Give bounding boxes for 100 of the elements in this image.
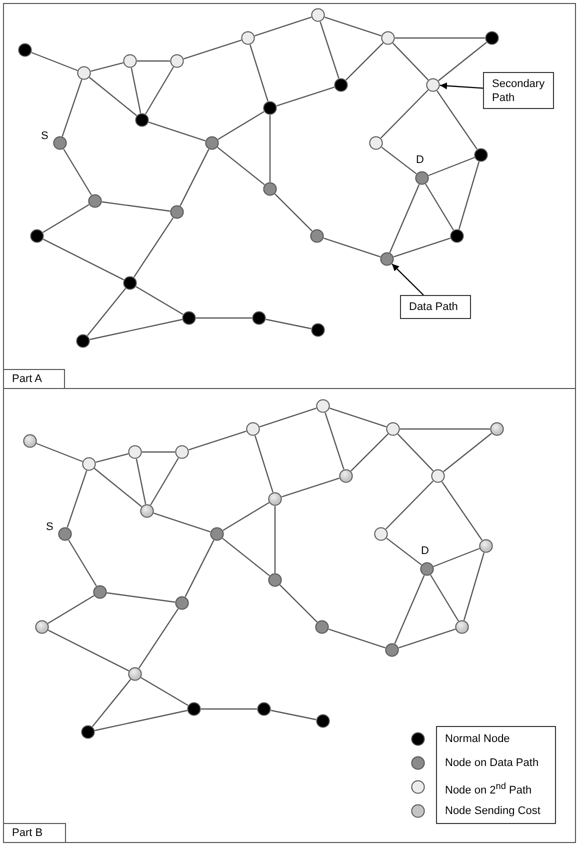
link-line — [48, 630, 130, 672]
link-line — [145, 66, 174, 114]
link-line — [395, 37, 485, 39]
legend-label: Normal Node — [445, 733, 510, 745]
link-line — [90, 318, 182, 340]
link-line — [324, 238, 380, 258]
link-line — [148, 122, 206, 142]
link-line — [276, 86, 334, 106]
panel-frame — [3, 388, 576, 843]
network-node — [170, 54, 184, 68]
network-node — [140, 504, 154, 518]
network-node — [257, 702, 271, 716]
link-line — [266, 318, 312, 330]
link-line — [36, 442, 83, 462]
link-line — [282, 478, 340, 498]
link-line — [66, 470, 88, 528]
network-node — [123, 54, 137, 68]
link-line — [381, 146, 417, 174]
link-line — [269, 115, 271, 182]
link-line — [42, 204, 90, 233]
link-line — [350, 433, 389, 472]
link-line — [279, 584, 318, 623]
link-line — [394, 238, 450, 258]
link-line — [254, 436, 274, 492]
network-node — [339, 469, 353, 483]
link-line — [106, 592, 176, 603]
network-node — [187, 702, 201, 716]
network-node — [311, 323, 325, 337]
link-line — [428, 156, 475, 176]
network-node — [420, 562, 434, 576]
link-line — [90, 62, 124, 72]
network-node — [268, 492, 282, 506]
callout-box: Secondary Path — [483, 72, 554, 109]
network-node — [263, 182, 277, 196]
link-line — [270, 710, 316, 720]
link-line — [330, 408, 386, 428]
link-line — [196, 317, 252, 319]
network-node — [128, 445, 142, 459]
link-line — [260, 408, 316, 428]
leader-arrow — [440, 82, 484, 90]
network-node — [374, 527, 388, 541]
link-line — [274, 506, 276, 573]
network-node — [123, 276, 137, 290]
link-line — [154, 512, 210, 532]
link-line — [133, 217, 174, 278]
link-line — [96, 453, 128, 463]
link-line — [328, 628, 386, 648]
link-line — [188, 430, 246, 450]
network-node — [82, 457, 96, 471]
link-line — [137, 60, 170, 62]
network-node — [490, 422, 504, 436]
network-node — [485, 31, 499, 45]
link-line — [380, 90, 429, 138]
network-node — [311, 8, 325, 22]
network-node — [479, 539, 493, 553]
network-node — [252, 311, 266, 325]
link-line — [62, 79, 82, 137]
link-line — [389, 184, 420, 253]
network-node — [128, 667, 142, 681]
network-node — [58, 527, 72, 541]
link-line — [425, 184, 454, 230]
link-line — [138, 608, 179, 669]
link-line — [140, 677, 188, 706]
link-line — [142, 451, 175, 453]
link-line — [217, 146, 265, 186]
network-node — [381, 31, 395, 45]
link-line — [438, 42, 487, 82]
network-node — [210, 527, 224, 541]
link-line — [222, 502, 270, 531]
link-line — [102, 201, 170, 212]
link-line — [68, 540, 97, 586]
network-node — [386, 422, 400, 436]
link-line — [48, 595, 94, 624]
link-line — [385, 480, 434, 530]
network-node — [369, 136, 383, 150]
link-line — [218, 111, 264, 140]
link-line — [94, 468, 142, 508]
network-node — [450, 229, 464, 243]
network-node — [431, 469, 445, 483]
link-line — [136, 458, 146, 504]
network-node — [455, 620, 469, 634]
link-line — [397, 434, 434, 472]
link-line — [94, 710, 188, 732]
network-node — [175, 445, 189, 459]
link-line — [443, 432, 492, 472]
legend-label: Node on 2$^{nd}$ Path — [445, 781, 532, 797]
network-node — [315, 620, 329, 634]
link-line — [254, 16, 312, 36]
network-node — [334, 78, 348, 92]
link-line — [274, 193, 313, 232]
network-node — [263, 101, 277, 115]
network-node — [246, 422, 260, 436]
link-line — [442, 481, 482, 541]
network-node — [175, 596, 189, 610]
link-line — [345, 42, 384, 81]
node-label: S — [46, 521, 54, 533]
node-label: D — [416, 154, 424, 166]
network-node — [81, 725, 95, 739]
link-line — [324, 16, 382, 36]
network-node — [35, 620, 49, 634]
